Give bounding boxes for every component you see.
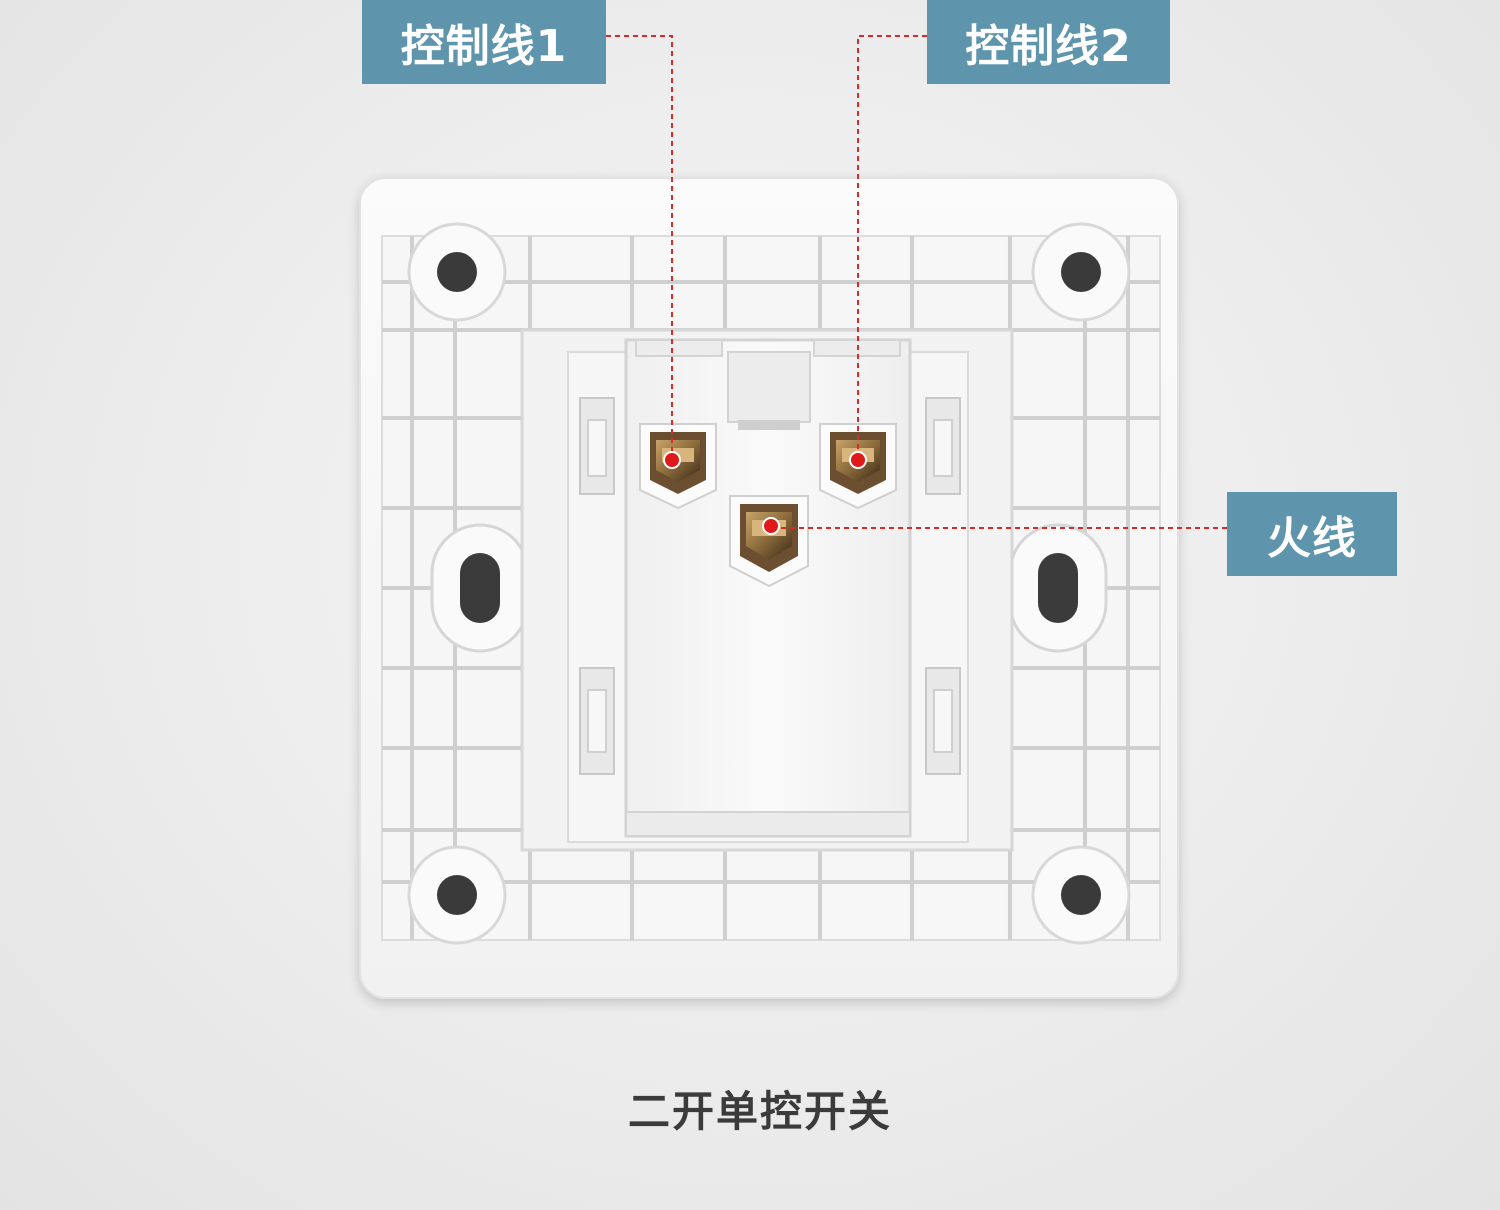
screw-hole-top-right: [1031, 222, 1131, 322]
leader-line-control-2: [857, 35, 927, 460]
leader-line-control-1: [606, 35, 673, 460]
screw-hole-top-left: [407, 222, 507, 322]
mounting-slot-right: [1008, 523, 1108, 653]
marker-dot-control-2: [849, 451, 867, 469]
module-clip-top-right: [925, 397, 961, 495]
label-control-wire-1: 控制线1: [362, 0, 606, 84]
rib-cells: [534, 240, 1006, 936]
terminal-block: [624, 338, 912, 838]
label-control-wire-1-text: 控制线1: [400, 21, 568, 72]
side-mounting-slots: [430, 523, 1108, 653]
screw-hole-bottom-left: [407, 845, 507, 945]
marker-dot-control-1: [663, 451, 681, 469]
module-clip-bottom-right: [925, 667, 961, 775]
label-live-wire-text: 火线: [1267, 513, 1357, 564]
module-clip-bottom-left: [579, 667, 615, 775]
module-clip-top-left: [579, 397, 615, 495]
label-control-wire-2-text: 控制线2: [965, 21, 1132, 72]
terminal-live: [729, 495, 809, 588]
corner-screw-holes: [407, 222, 1131, 945]
marker-dot-live: [762, 517, 780, 535]
diagram-caption: 二开单控开关: [627, 1087, 892, 1136]
mounting-slot-left: [430, 523, 530, 653]
label-live-wire: 火线: [1227, 492, 1397, 576]
label-control-wire-2: 控制线2: [927, 0, 1170, 84]
leader-lines: [606, 35, 1227, 529]
screw-hole-bottom-right: [1031, 845, 1131, 945]
terminal-markers: [663, 451, 867, 535]
